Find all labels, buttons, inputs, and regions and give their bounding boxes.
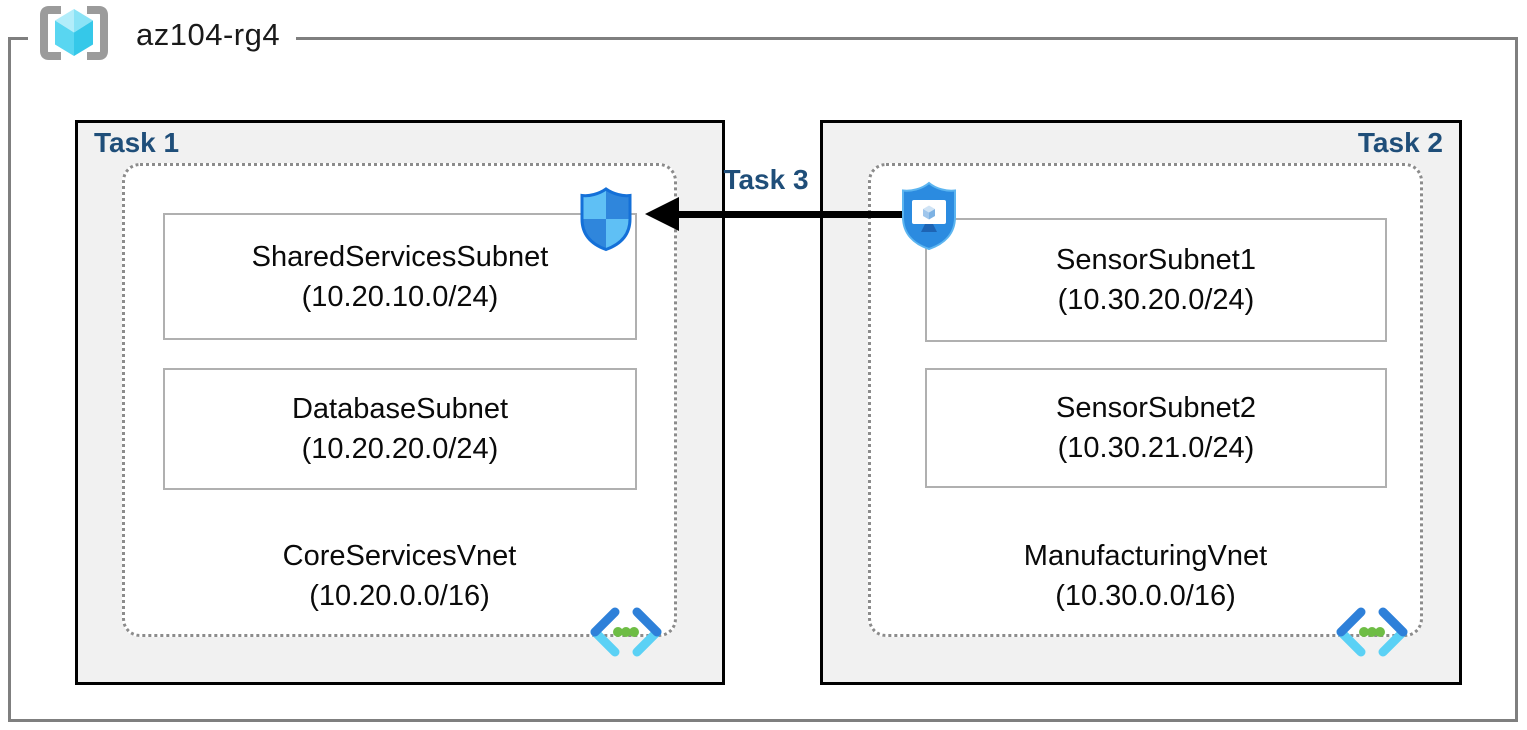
vnet-cidr: (10.30.0.0/16) — [1055, 580, 1236, 612]
vnet-label-coreservices: CoreServicesVnet (10.20.0.0/16) — [125, 536, 674, 616]
subnet-box-sharedservices: SharedServicesSubnet (10.20.10.0/24) — [163, 213, 637, 340]
subnet-cidr: (10.20.20.0/24) — [301, 433, 499, 465]
subnet-name: DatabaseSubnet — [291, 393, 509, 425]
vnet-cidr: (10.20.0.0/16) — [309, 580, 490, 612]
task3-arrow-line — [676, 211, 906, 218]
subnet-name: SensorSubnet1 — [1056, 244, 1256, 276]
subnet-cidr: (10.30.21.0/24) — [1057, 432, 1255, 464]
subnet-cidr: (10.20.10.0/24) — [301, 280, 499, 313]
vnet-container-coreservices: SharedServicesSubnet (10.20.10.0/24) Dat… — [122, 163, 677, 657]
resource-group-frame — [8, 37, 1518, 722]
task1-box: Task 1 SharedServicesSubnet (10.20.10.0/… — [75, 120, 725, 685]
resource-group-icon — [34, 1, 114, 70]
subnet-box-database: DatabaseSubnet (10.20.20.0/24) — [163, 368, 637, 490]
resource-group-header: az104-rg4 — [28, 1, 297, 70]
task1-label: Task 1 — [94, 127, 180, 158]
resource-group-name: az104-rg4 — [136, 17, 281, 52]
virtual-network-icon — [586, 603, 666, 666]
subnet-box-sensor1: SensorSubnet1 (10.30.20.0/24) — [925, 218, 1387, 342]
vnet-container-manufacturing: SensorSubnet1 (10.30.20.0/24) SensorSubn… — [868, 163, 1423, 657]
subnet-name: SharedServicesSubnet — [251, 240, 549, 273]
application-security-group-icon — [898, 181, 960, 256]
task3-arrow-head-icon — [645, 197, 679, 231]
virtual-network-icon — [1332, 603, 1412, 666]
subnet-cidr: (10.30.20.0/24) — [1057, 284, 1255, 316]
subnet-name: SensorSubnet2 — [1056, 392, 1256, 424]
vnet-name: ManufacturingVnet — [1023, 540, 1268, 572]
vnet-label-manufacturing: ManufacturingVnet (10.30.0.0/16) — [871, 536, 1420, 616]
vnet-name: CoreServicesVnet — [282, 540, 517, 572]
task3-label: Task 3 — [723, 164, 809, 195]
network-security-group-icon — [578, 186, 634, 257]
subnet-box-sensor2: SensorSubnet2 (10.30.21.0/24) — [925, 368, 1387, 488]
task2-label: Task 2 — [1357, 127, 1443, 158]
